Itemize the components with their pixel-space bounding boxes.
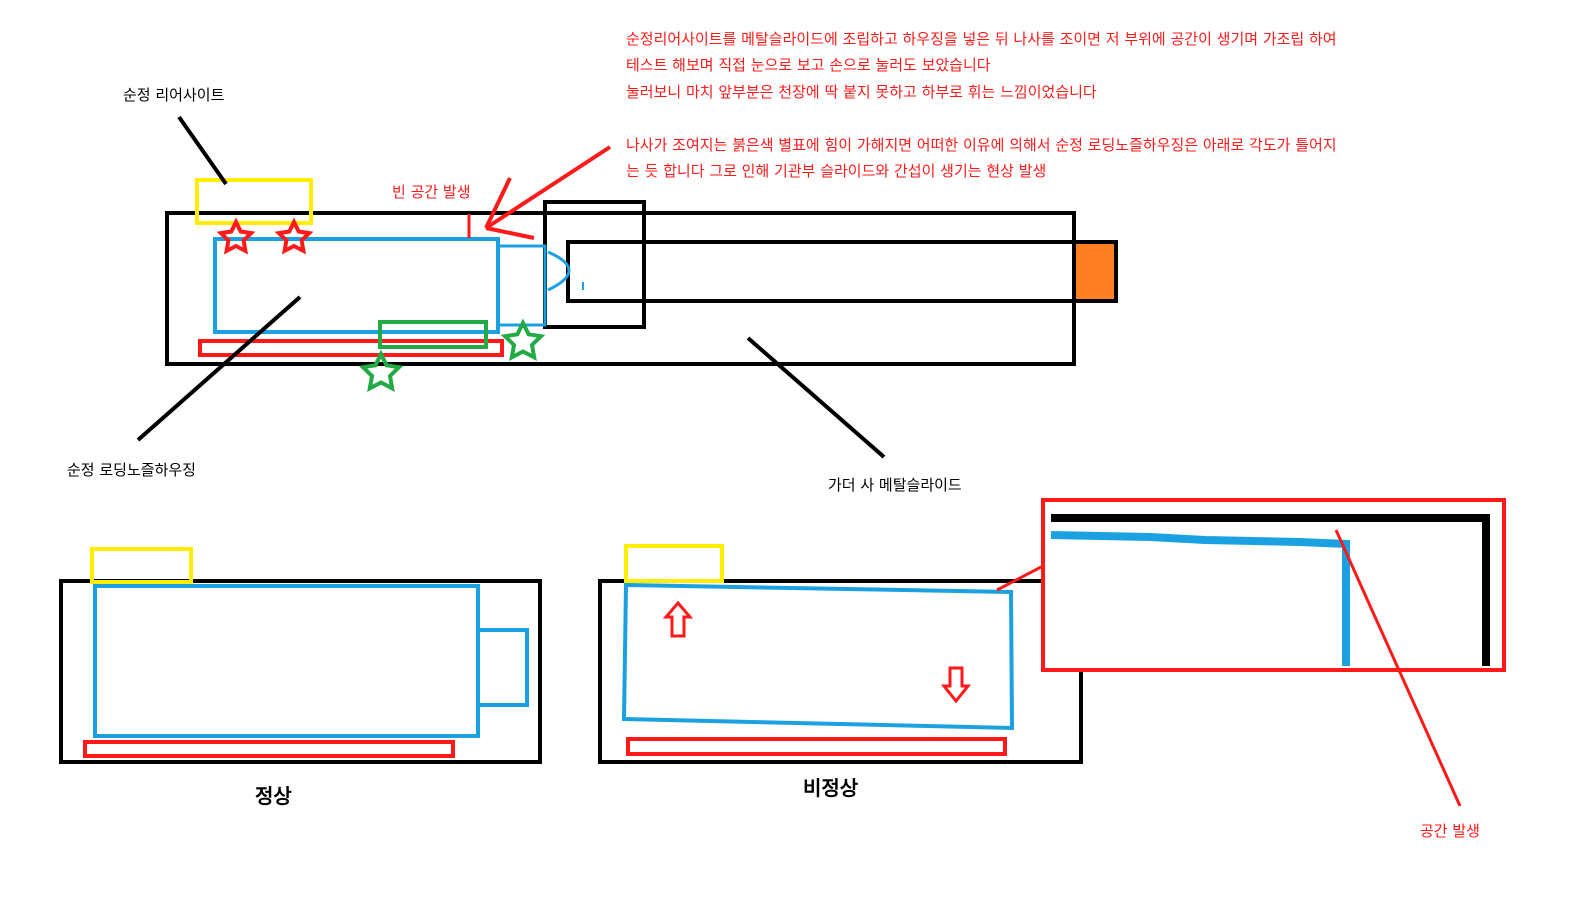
label-empty-space: 빈 공간 발생 [392,183,471,201]
top-assembly [136,115,1118,459]
abnormal-housing-tilted [621,582,1015,731]
star-icon [358,349,404,392]
zoom-detail [1041,498,1506,807]
star-icon [500,318,546,361]
leader-rear-sight [177,115,228,186]
zoom-pointer-line [1334,529,1462,807]
label-abnormal: 비정상 [803,776,859,800]
zoom-slide-edge [1051,514,1490,666]
abnormal-rail [626,737,1007,756]
normal-rail [83,740,455,758]
normal-nozzle [476,628,529,707]
zoom-housing-edge [1050,531,1350,666]
zoom-leader-line [996,564,1044,592]
abnormal-rear-sight [624,544,724,583]
normal-housing [93,584,480,738]
label-rear-sight: 순정 리어사이트 [123,86,225,104]
arrow-up-icon [662,600,694,638]
leader-housing [136,295,302,442]
bottom-rail [198,339,504,357]
housing-nozzle [498,244,547,327]
note-screw-1: 나사가 조여지는 붉은색 별표에 힘이 가해지면 어떠한 이유에 의해서 순정 … [626,136,1337,154]
arrow-down-icon [940,666,972,704]
label-normal: 정상 [255,784,292,808]
ejection-port-outline [543,200,646,329]
rear-sight [195,178,313,225]
nozzle-tip [547,250,571,292]
green-part [378,320,488,349]
label-metal-slide: 가더 사 메탈슬라이드 [828,476,962,494]
star-icon [216,217,256,255]
normal-rear-sight [90,547,193,584]
label-loading-housing: 순정 로딩노즐하우징 [67,461,196,479]
star-icon [274,217,314,255]
label-space-occurs: 공간 발생 [1420,822,1480,840]
note-assembly-1: 순정리어사이트를 메탈슬라이드에 조립하고 하우징을 넣은 뒤 나사를 조이면 … [626,30,1337,48]
orange-tip [1072,240,1118,303]
loading-housing [213,237,500,334]
abnormal-diagram [598,544,1083,764]
zoom-frame [1041,498,1506,672]
normal-body-outline [59,579,542,764]
leader-metal-slide [746,336,886,459]
note-assembly-3: 눌러보니 마치 앞부분은 천장에 딱 붙지 못하고 하부로 휘는 느낌이었습니다 [626,83,1097,101]
note-assembly-2: 테스트 해보며 직접 눈으로 보고 손으로 눌러도 보았습니다 [626,56,991,74]
normal-diagram [59,547,542,764]
gap-pointer-arrow [484,145,612,240]
note-screw-2: 는 듯 합니다 그로 인해 기관부 슬라이드와 간섭이 생기는 현상 발생 [626,162,1046,180]
